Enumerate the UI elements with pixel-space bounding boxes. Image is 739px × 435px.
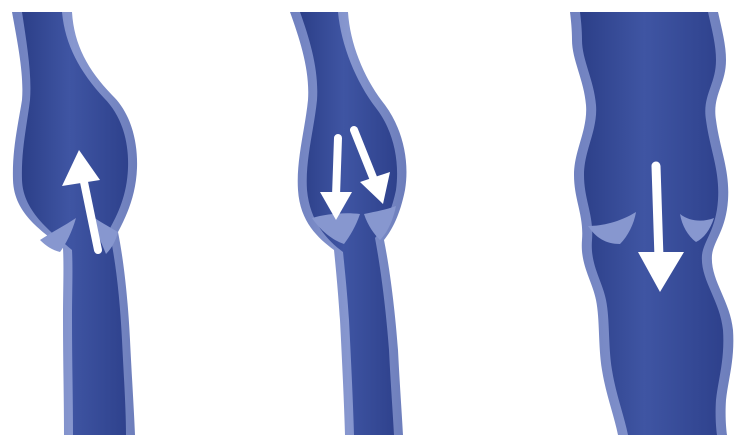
panel-incompetent-valve — [290, 12, 406, 435]
panel-varicose-vein — [570, 12, 733, 435]
panel-healthy-vein — [12, 12, 137, 435]
